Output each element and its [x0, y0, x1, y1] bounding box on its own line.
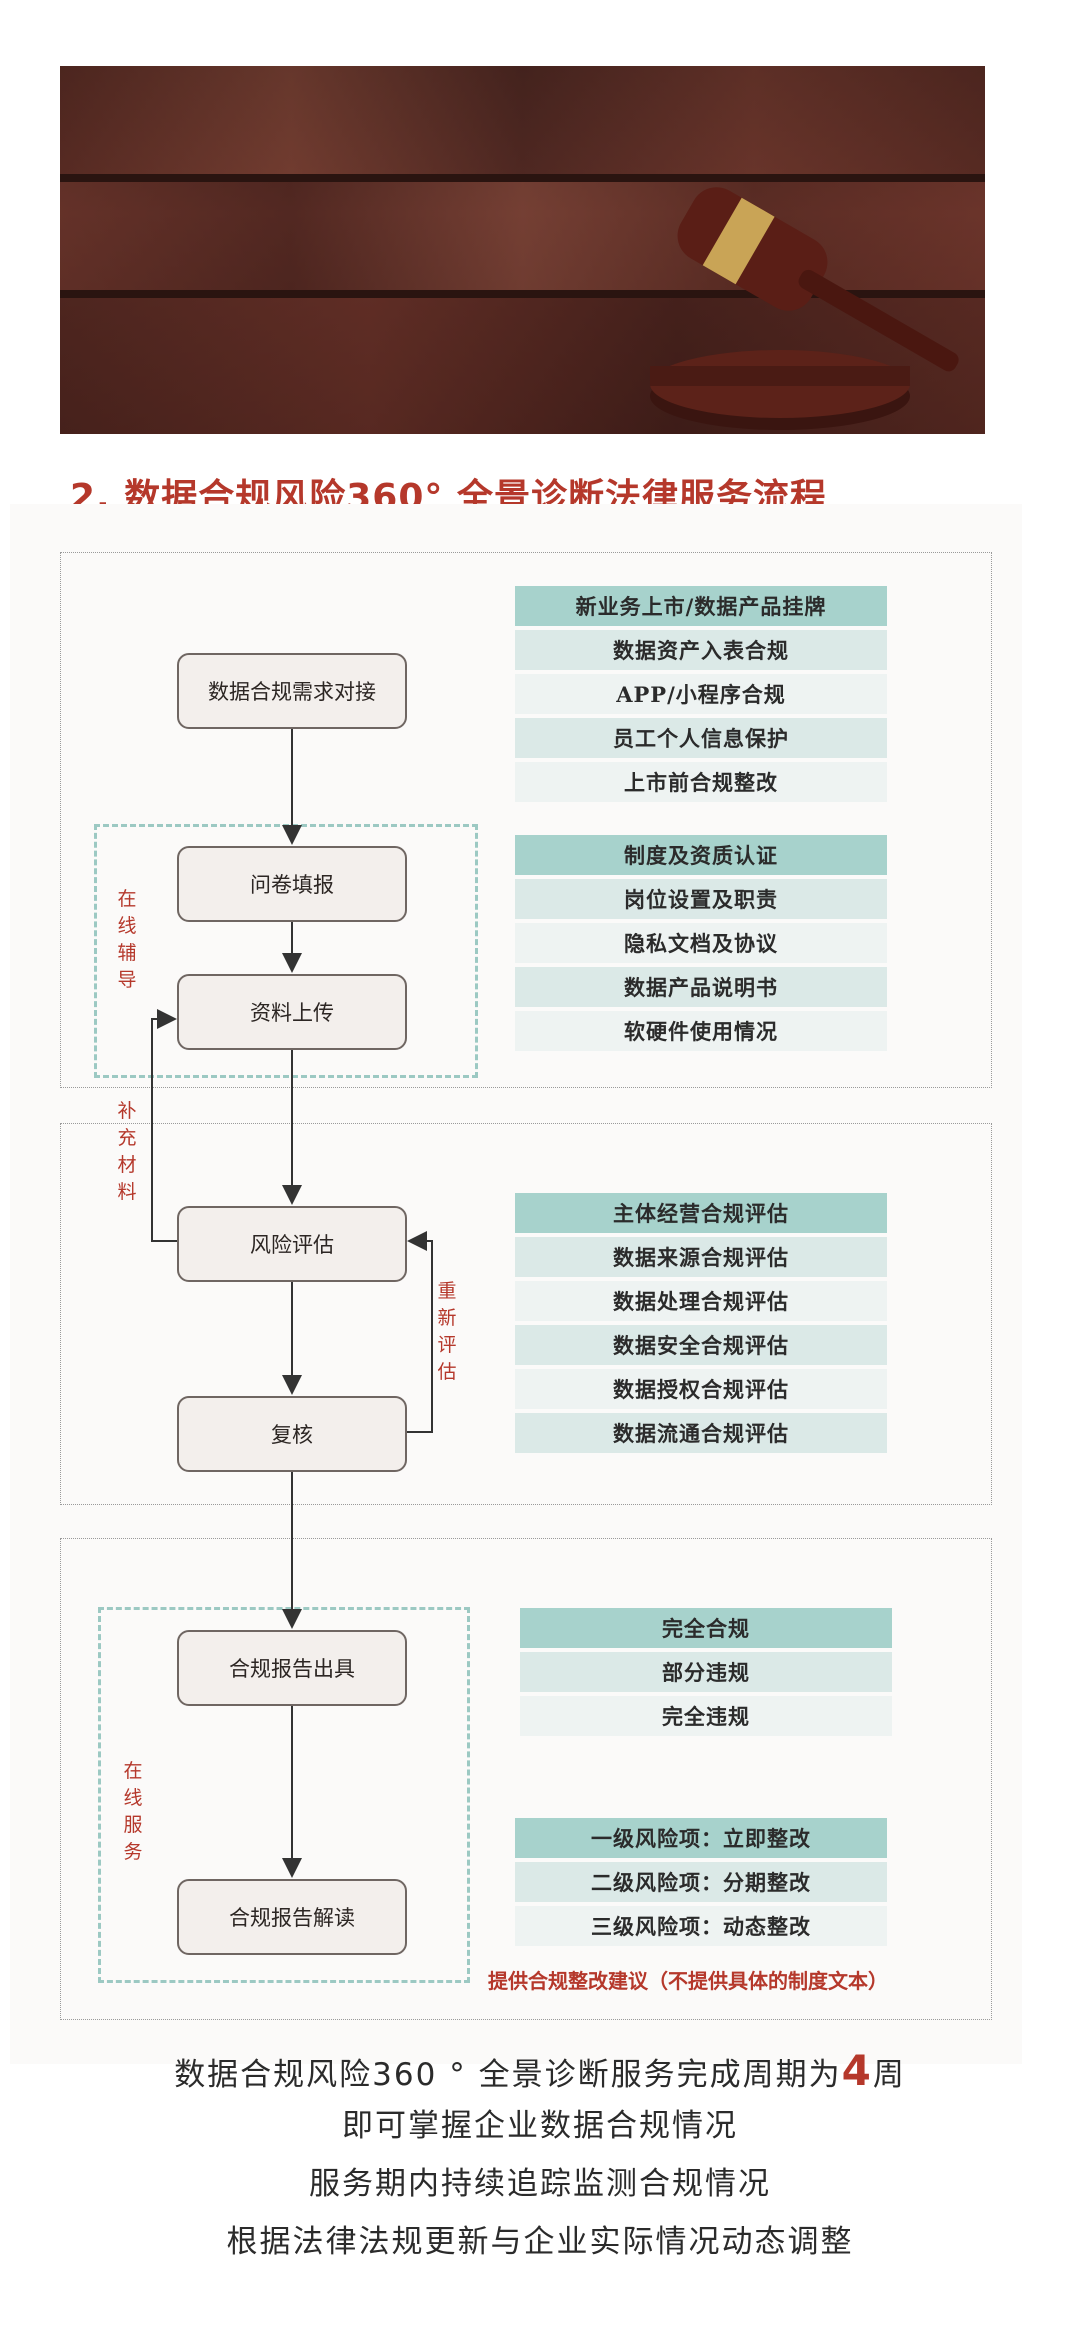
summary-line-2: 即可掌握企业数据合规情况 [342, 2108, 738, 2144]
list-item: 岗位设置及职责 [515, 879, 887, 919]
list-item: 上市前合规整改 [515, 762, 887, 802]
cycle-weeks-number: 4 [841, 2046, 873, 2095]
list-item: 数据处理合规评估 [515, 1281, 887, 1321]
list-item: 数据安全合规评估 [515, 1325, 887, 1365]
node-demand: 数据合规需求对接 [177, 653, 407, 729]
node-review: 复核 [177, 1396, 407, 1472]
arrow-reassess-loop [407, 1231, 433, 1433]
list-item: 完全违规 [520, 1696, 892, 1736]
list-item: 一级风险项：立即整改 [515, 1818, 887, 1858]
list-risk-levels: 一级风险项：立即整改 二级风险项：分期整改 三级风险项：动态整改 [515, 1818, 887, 1950]
group-box-intake [60, 552, 992, 1088]
list-item: 制度及资质认证 [515, 835, 887, 875]
list-item: 数据产品说明书 [515, 967, 887, 1007]
cycle-prefix: 数据合规风险360 ° 全景诊断服务完成周期为 [174, 2057, 842, 2093]
node-assessment: 风险评估 [177, 1206, 407, 1282]
list-item: 数据流通合规评估 [515, 1413, 887, 1453]
list-item: 数据授权合规评估 [515, 1369, 887, 1409]
list-item: 软硬件使用情况 [515, 1011, 887, 1051]
list-item: APP/小程序合规 [515, 674, 887, 714]
node-report-explain: 合规报告解读 [177, 1879, 407, 1955]
list-item: 主体经营合规评估 [515, 1193, 887, 1233]
label-reassess: 重新评估 [437, 1280, 457, 1383]
list-item: 数据资产入表合规 [515, 630, 887, 670]
list-item: 新业务上市/数据产品挂牌 [515, 586, 887, 626]
gavel-icon [650, 187, 959, 430]
list-item: 完全合规 [520, 1608, 892, 1648]
list-item: 数据来源合规评估 [515, 1237, 887, 1277]
list-scenarios: 新业务上市/数据产品挂牌 数据资产入表合规 APP/小程序合规 员工个人信息保护… [515, 586, 887, 806]
list-assessments: 主体经营合规评估 数据来源合规评估 数据处理合规评估 数据安全合规评估 数据授权… [515, 1193, 887, 1457]
label-online-guidance: 在线辅导 [117, 888, 137, 991]
summary-line-3: 服务期内持续追踪监测合规情况 [309, 2166, 771, 2202]
cycle-statement: 数据合规风险360 ° 全景诊断服务完成周期为4周 [0, 2046, 1080, 2095]
arrow-supplement-loop [151, 1009, 177, 1242]
node-report-issue: 合规报告出具 [177, 1630, 407, 1706]
list-item: 三级风险项：动态整改 [515, 1906, 887, 1946]
list-item: 二级风险项：分期整改 [515, 1862, 887, 1902]
node-upload: 资料上传 [177, 974, 407, 1050]
cycle-suffix: 周 [872, 2057, 906, 2093]
rectification-note: 提供合规整改建议（不提供具体的制度文本） [488, 1969, 888, 1993]
summary-line-4: 根据法律法规更新与企业实际情况动态调整 [226, 2224, 854, 2260]
list-item: 隐私文档及协议 [515, 923, 887, 963]
node-questionnaire: 问卷填报 [177, 846, 407, 922]
list-materials: 制度及资质认证 岗位设置及职责 隐私文档及协议 数据产品说明书 软硬件使用情况 [515, 835, 887, 1055]
group-box-report [60, 1538, 992, 2020]
group-box-assessment [60, 1123, 992, 1505]
list-conclusions: 完全合规 部分违规 完全违规 [520, 1608, 892, 1740]
label-online-service: 在线服务 [123, 1760, 143, 1863]
list-item: 部分违规 [520, 1652, 892, 1692]
online-service-box [98, 1607, 470, 1983]
label-supplement: 补充材料 [117, 1100, 137, 1203]
list-item: 员工个人信息保护 [515, 718, 887, 758]
hero-image-gavel [60, 66, 985, 434]
